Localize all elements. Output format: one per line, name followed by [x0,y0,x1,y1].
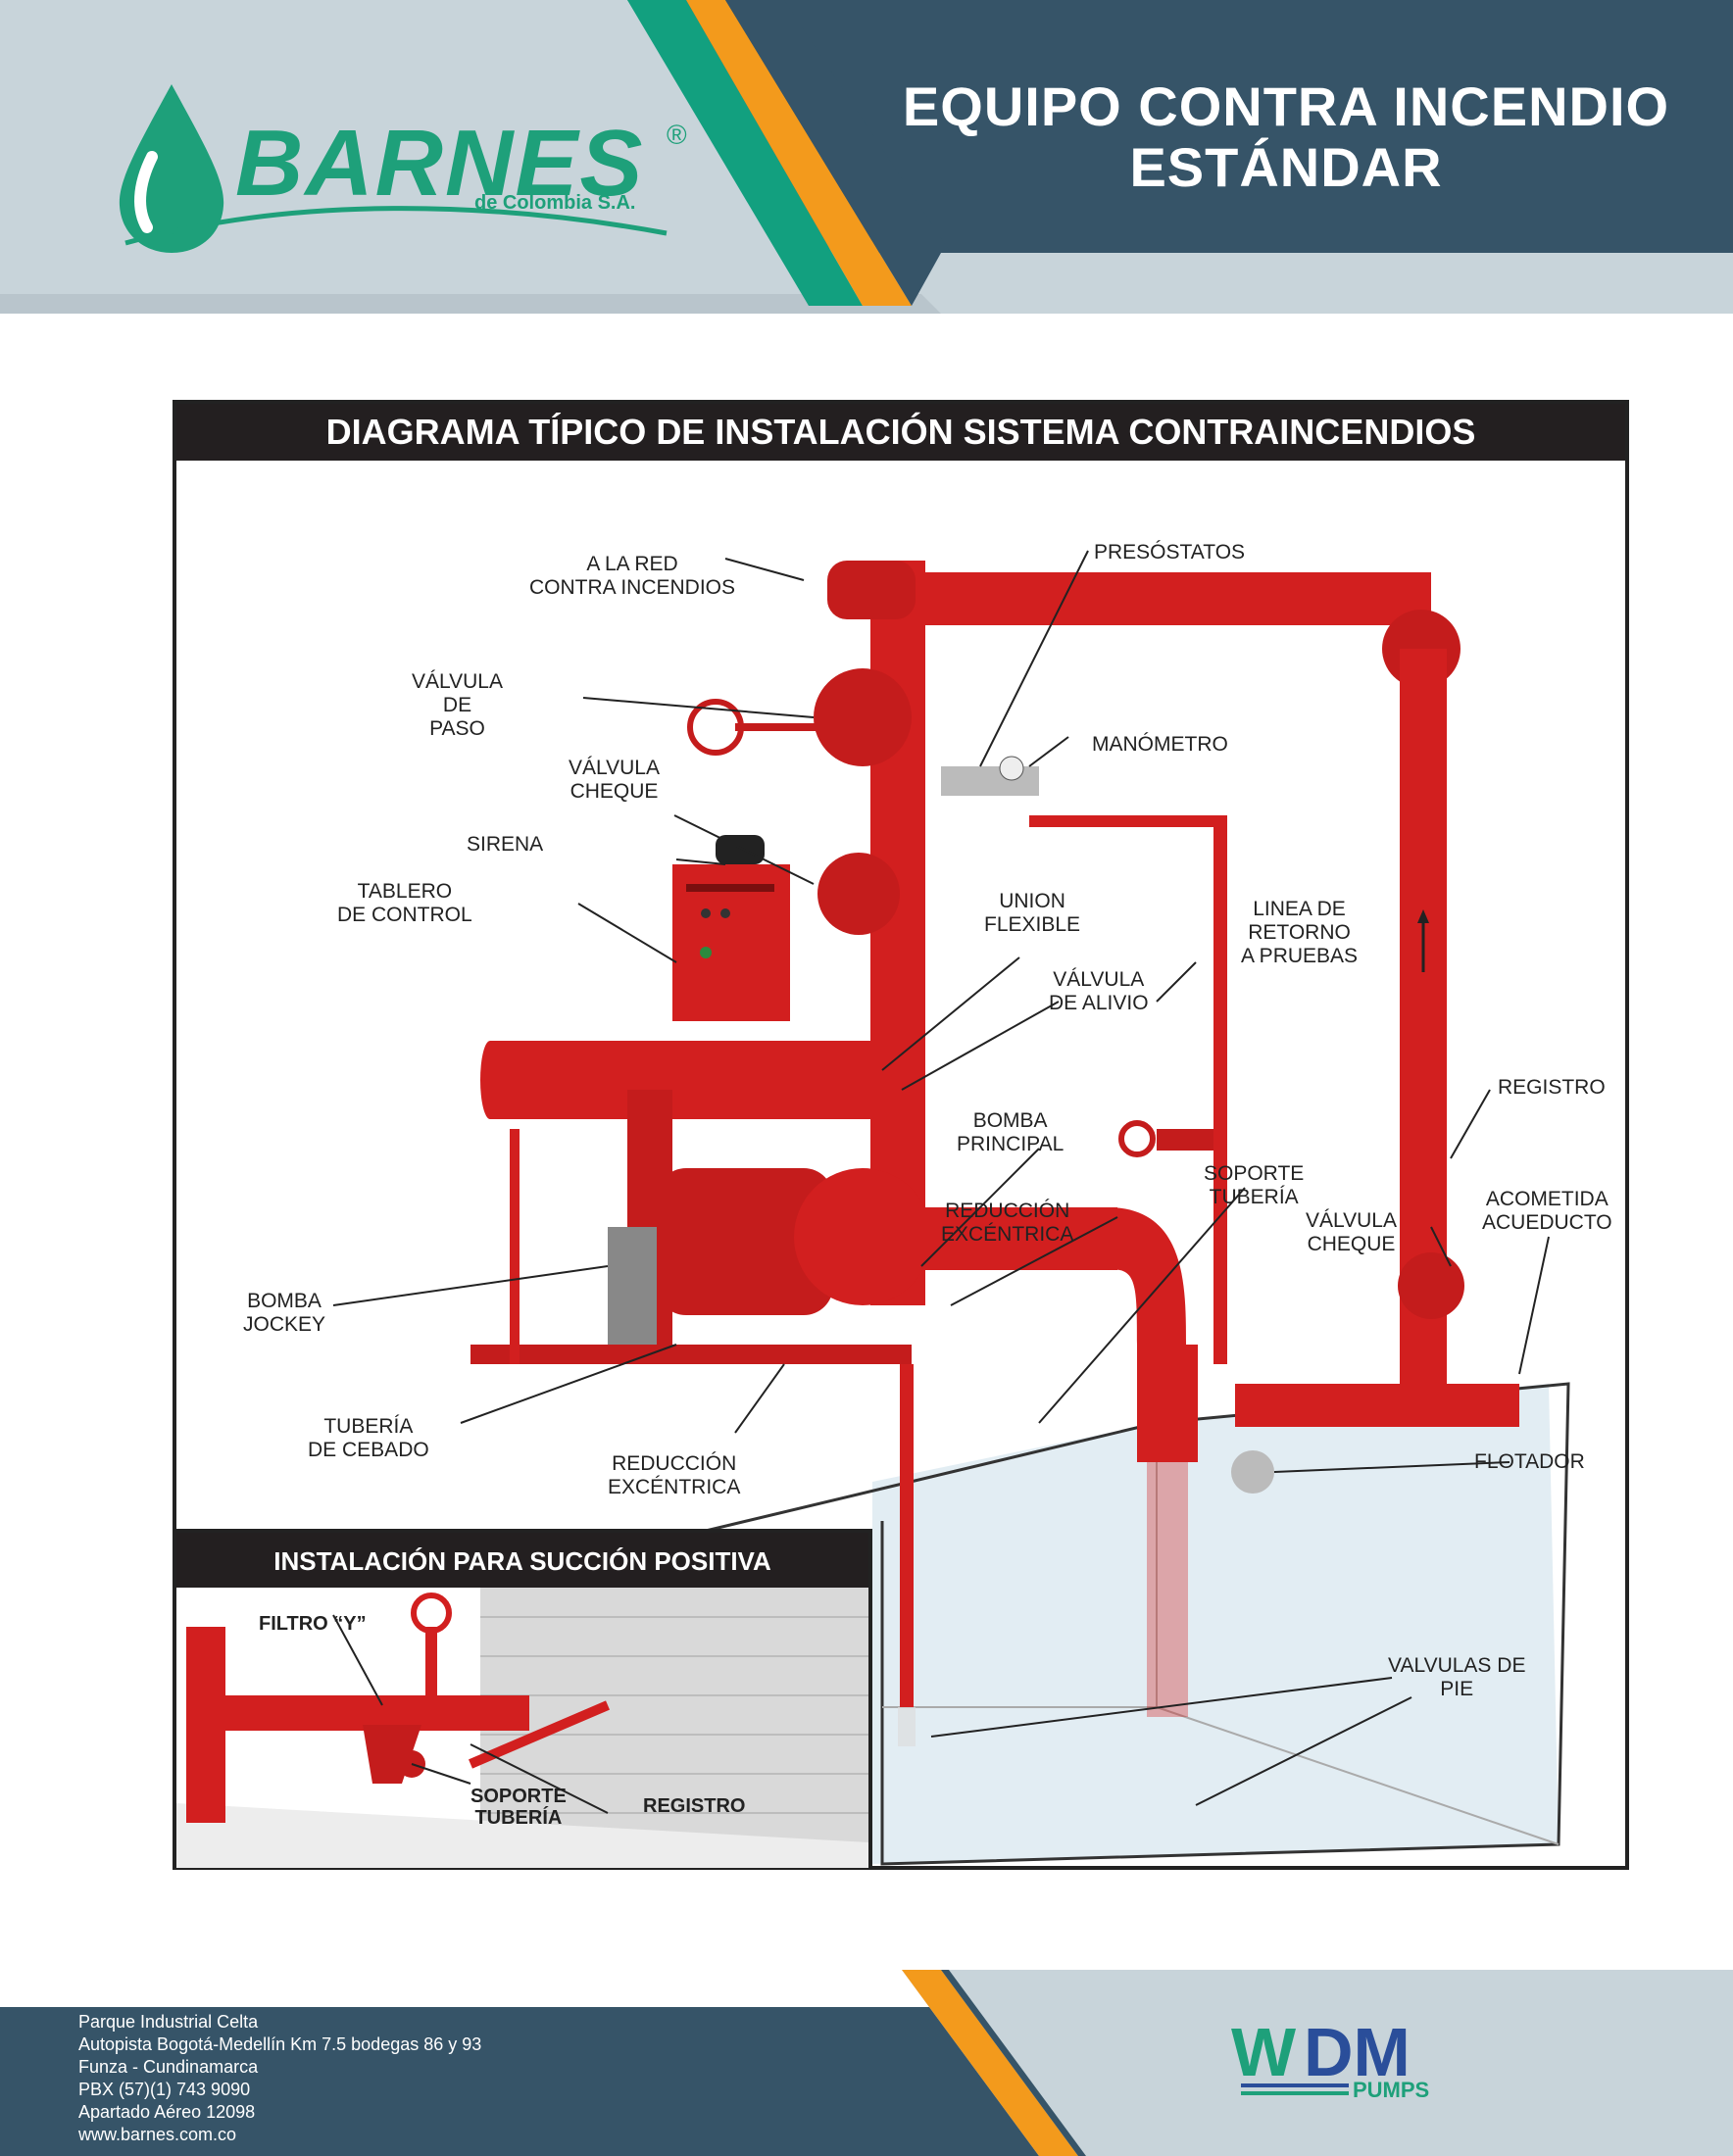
label-registro: REGISTRO [1498,1076,1606,1099]
suction-pipe [898,1364,1274,1746]
installation-diagram: DIAGRAMA TÍPICO DE INSTALACIÓN SISTEMA C… [173,400,1629,1870]
inset-title: INSTALACIÓN PARA SUCCIÓN POSITIVA [273,1546,771,1576]
brand-subtitle: de Colombia S.A. [474,192,636,214]
page-footer: W DM PUMPS [0,1970,1733,2156]
orange-stripe [686,0,912,306]
label-leader-lines [332,550,1550,1806]
wdm-logo-icon: W DM [1231,2014,1411,2095]
jockey-pump [510,1090,672,1364]
label-sirena: SIRENA [467,833,544,856]
water-tank [705,1382,1570,1866]
page-title-line2: ESTÁNDAR [1129,136,1443,198]
inset-label-registro: REGISTRO [643,1795,746,1817]
pressure-switch [941,756,1227,1364]
brand-registered-mark: ® [667,120,687,150]
pump-system-illustration [332,550,1570,1866]
label-flotador: FLOTADOR [1474,1450,1585,1473]
positive-suction-inset: INSTALACIÓN PARA SUCCIÓN POSITIVA [176,1529,872,1868]
page-header: BARNES ® de Colombia S.A. EQUIPO CONTRA … [0,0,1733,323]
svg-text:W: W [1231,2014,1296,2090]
inset-leader-lines [332,1614,609,1814]
water-drop-icon [119,84,668,253]
gate-valve [687,668,912,766]
control-panel [672,835,790,1021]
diagram-title: DIAGRAMA TÍPICO DE INSTALACIÓN SISTEMA C… [325,412,1476,452]
inset-title-bar: INSTALACIÓN PARA SUCCIÓN POSITIVA [176,1533,868,1588]
address-line: Autopista Bogotá-Medellín Km 7.5 bodegas… [78,2034,482,2054]
address-line: PBX (57)(1) 743 9090 [78,2080,251,2099]
float-ball [1231,1450,1274,1494]
green-stripe [627,0,863,306]
diagram-title-bar: DIAGRAMA TÍPICO DE INSTALACIÓN SISTEMA C… [176,404,1625,461]
main-pump [470,1041,1198,1717]
footer-address: Parque Industrial Celta Autopista Bogotá… [78,2011,481,2146]
page-title-line1: EQUIPO CONTRA INCENDIO [902,75,1670,137]
label-presostatos: PRESÓSTATOS [1094,541,1246,564]
inset-label-filtro-y: FILTRO “Y” [259,1613,367,1635]
inset-illustration [176,1588,868,1868]
address-line: Parque Industrial Celta [78,2012,259,2032]
address-line: Funza - Cundinamarca [78,2057,259,2077]
header-background [0,0,1733,314]
check-valve [817,853,900,935]
address-line: Apartado Aéreo 12098 [78,2102,256,2122]
address-line[interactable]: www.barnes.com.co [78,2125,237,2144]
label-manometro: MANÓMETRO [1092,733,1228,756]
footer-background: W DM [0,1970,1733,2156]
footer-orange-stripe [902,1970,1078,2156]
svg-text:DM: DM [1304,2014,1411,2090]
brand-logo-name: BARNES [235,111,645,216]
wdm-pumps-label: PUMPS [1353,2078,1430,2102]
